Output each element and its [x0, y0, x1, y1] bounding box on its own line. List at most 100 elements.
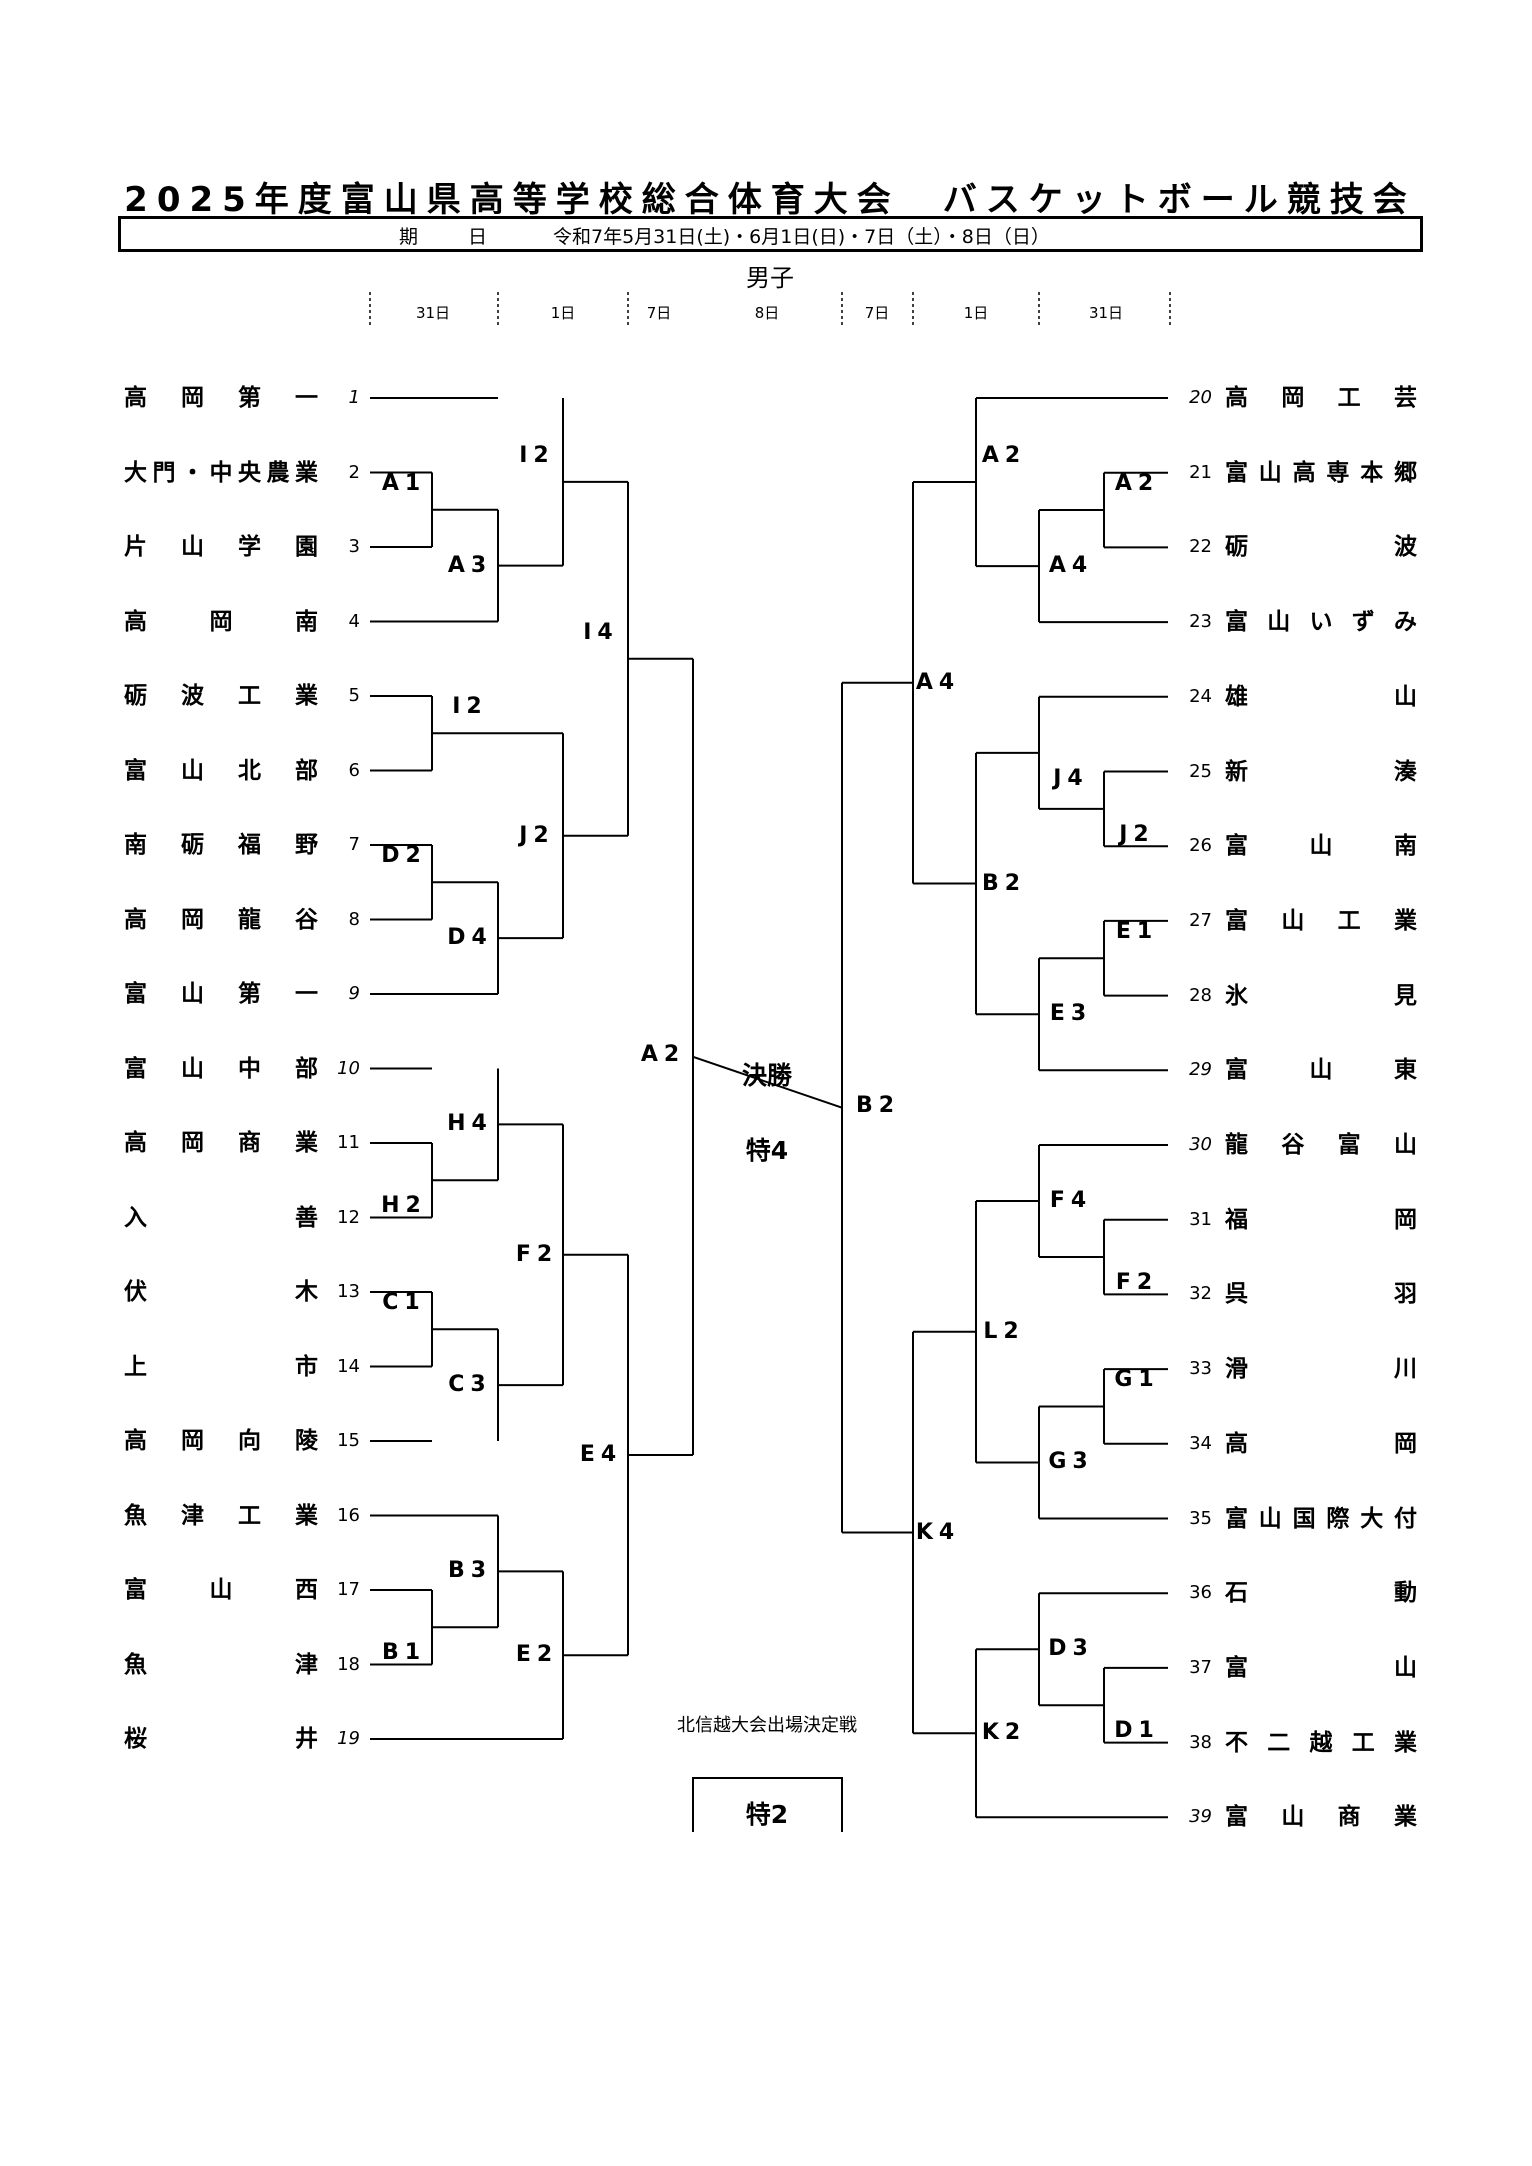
team-name: 魚津: [124, 1651, 318, 1678]
team-seed: 16: [337, 1504, 360, 1526]
team-name: 富山南: [1225, 833, 1417, 860]
match-label: K4: [915, 1519, 961, 1545]
match-label: L2: [983, 1318, 1025, 1344]
team-name: 石動: [1225, 1580, 1417, 1607]
team-seed: 12: [337, 1206, 360, 1228]
team-name: 高岡商業: [124, 1130, 318, 1156]
team-seed: 19: [337, 1728, 360, 1749]
gender-label: 男子: [746, 264, 794, 292]
day-label: 31日: [415, 304, 451, 322]
final-court: 特4: [745, 1136, 789, 1165]
dates-box: 期 日 令和7年5月31日(土)・6月1日(日)・7日（土）・8日（日）: [118, 216, 1423, 252]
match-label: C1: [382, 1290, 426, 1316]
team-seed: 29: [1189, 1059, 1212, 1081]
page-title: 2025年度富山県高等学校総合体育大会 バスケットボール競技会: [124, 180, 1416, 220]
match-label: E3: [1049, 1001, 1093, 1027]
match-label: A2: [640, 1041, 686, 1067]
team-name: 富山第一: [124, 981, 318, 1007]
team-seed: 10: [337, 1057, 360, 1079]
team-name: 高岡龍谷: [124, 906, 318, 933]
team-seed: 2: [348, 461, 360, 483]
match-label: F2: [515, 1241, 559, 1267]
team-seed: 34: [1189, 1432, 1212, 1454]
team-name: 桜井: [124, 1726, 318, 1752]
team-name: 南砺福野: [124, 832, 318, 858]
team-name: 伏木: [124, 1279, 318, 1305]
team-seed: 33: [1189, 1358, 1212, 1380]
match-label: H2: [381, 1193, 427, 1219]
team-name: 高岡: [1225, 1430, 1417, 1457]
team-name: 雄山: [1225, 683, 1417, 710]
match-label: J2: [519, 822, 555, 848]
match-label: A1: [381, 470, 427, 496]
day-label: 1日: [550, 304, 576, 322]
team-name: 富山高専本郷: [1225, 459, 1417, 486]
team-seed: 27: [1189, 909, 1212, 931]
team-seed: 28: [1189, 984, 1212, 1006]
team-seed: 30: [1189, 1134, 1212, 1155]
team-name: 高岡向陵: [124, 1428, 318, 1454]
team-name: 魚津工業: [124, 1502, 318, 1529]
team-seed: 36: [1189, 1582, 1212, 1604]
match-label: F4: [1049, 1188, 1093, 1214]
team-name: 富山商業: [1225, 1804, 1417, 1831]
team-name: 富山国際大付: [1225, 1505, 1417, 1532]
team-name: 砺波工業: [124, 683, 318, 709]
team-seed: 39: [1189, 1806, 1212, 1828]
team-name: 富山東: [1225, 1057, 1417, 1084]
team-seed: 8: [348, 908, 360, 930]
team-seed: 15: [337, 1430, 360, 1451]
team-name: 富山いずみ: [1225, 609, 1417, 636]
team-seed: 38: [1189, 1731, 1212, 1753]
match-label: D2: [381, 843, 427, 869]
match-label: K2: [981, 1720, 1027, 1746]
team-seed: 25: [1189, 760, 1212, 782]
team-seed: 37: [1189, 1656, 1212, 1678]
team-name: 富山工業: [1225, 907, 1417, 934]
match-label: J4: [1053, 765, 1089, 791]
match-label: D3: [1048, 1636, 1094, 1662]
team-seed: 32: [1189, 1283, 1212, 1305]
team-name: 高岡工芸: [1225, 385, 1417, 411]
match-label: B1: [381, 1640, 427, 1666]
team-name: 滑川: [1225, 1356, 1417, 1383]
team-name: 富山北部: [124, 757, 318, 784]
team-seed: 1: [348, 387, 360, 408]
team-seed: 5: [348, 685, 360, 706]
day-label: 7日: [864, 304, 890, 322]
team-seed: 14: [337, 1355, 360, 1377]
team-seed: 20: [1189, 387, 1212, 408]
team-seed: 35: [1189, 1507, 1212, 1529]
team-name: 片山学園: [124, 534, 318, 560]
match-label: H4: [447, 1111, 493, 1137]
team-seed: 9: [348, 983, 360, 1004]
match-label: A2: [1114, 471, 1160, 497]
match-label: C3: [448, 1372, 492, 1398]
dates-label: 期 日: [399, 226, 492, 248]
team-seed: 21: [1189, 461, 1212, 483]
team-name: 氷見: [1225, 982, 1417, 1009]
match-label: B2: [981, 870, 1027, 896]
team-name: 龍谷富山: [1225, 1132, 1417, 1158]
match-label: E1: [1115, 919, 1159, 945]
final-line: [692, 1055, 843, 1109]
team-name: 高岡第一: [124, 385, 318, 411]
team-seed: 31: [1189, 1208, 1212, 1230]
team-seed: 13: [337, 1281, 360, 1302]
team-name: 呉羽: [1225, 1281, 1417, 1308]
match-label: A2: [981, 443, 1027, 469]
team-seed: 7: [348, 834, 360, 855]
team-seed: 17: [337, 1579, 360, 1600]
match-label: I2: [519, 442, 555, 468]
team-seed: 24: [1189, 685, 1212, 707]
match-label: B3: [447, 1558, 493, 1584]
team-seed: 18: [337, 1653, 360, 1675]
team-seed: 6: [348, 759, 360, 781]
match-label: D1: [1114, 1718, 1160, 1744]
day-label: 8日: [754, 304, 780, 322]
team-name: 富山西: [124, 1577, 318, 1603]
team-seed: 26: [1189, 835, 1212, 857]
team-name: 富山中部: [124, 1055, 318, 1082]
match-label: G3: [1048, 1449, 1094, 1475]
